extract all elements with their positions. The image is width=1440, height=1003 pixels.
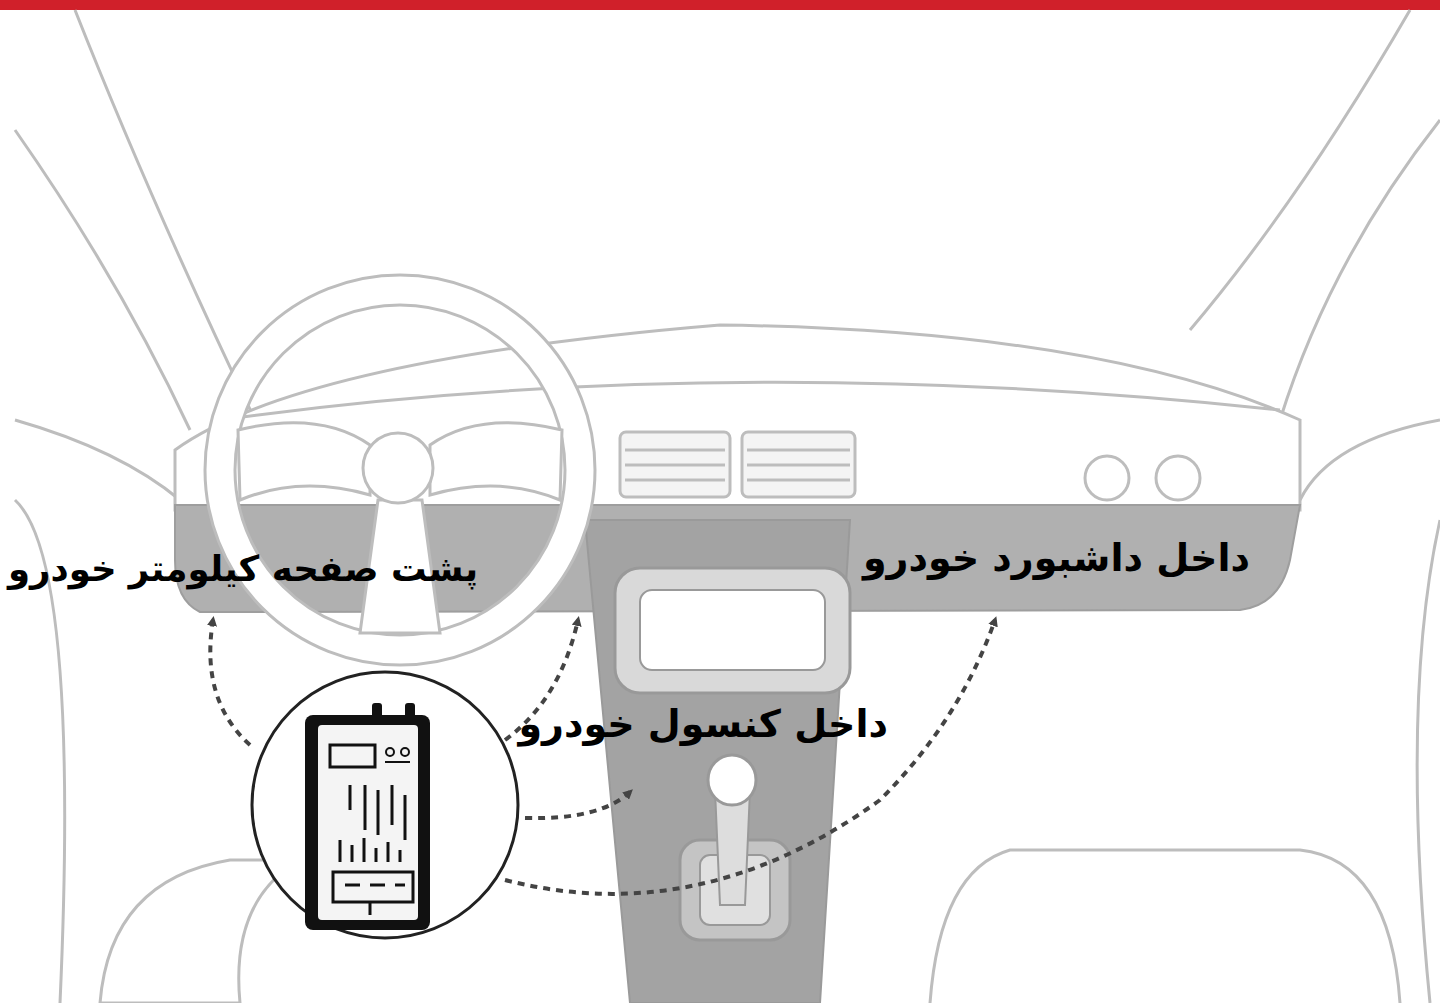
knobs [1085,456,1200,500]
dashboard-top [175,325,1300,510]
air-vents [620,432,855,497]
tracker-device [305,703,430,930]
steering-wheel [205,275,595,665]
right-seat [930,850,1400,1003]
location-label: داخل کنسول خودرو [518,702,888,748]
screen-frame [615,568,850,693]
gear-stick [715,790,750,905]
screen [640,590,825,670]
center-console [585,520,850,1003]
device-circle [252,672,518,938]
dashboard-line [220,382,1280,420]
gear-knob [708,755,756,805]
pillars [15,10,1440,1003]
left-seat [100,860,300,1003]
wheel-hub [363,433,433,503]
location-label: پشت صفحه کیلومتر خودرو [8,548,478,591]
location-label: داخل داشبورد خودرو [863,536,1250,582]
wheel-spoke [238,423,370,500]
wheel-spoke [430,423,562,500]
top-bar [0,0,1440,10]
